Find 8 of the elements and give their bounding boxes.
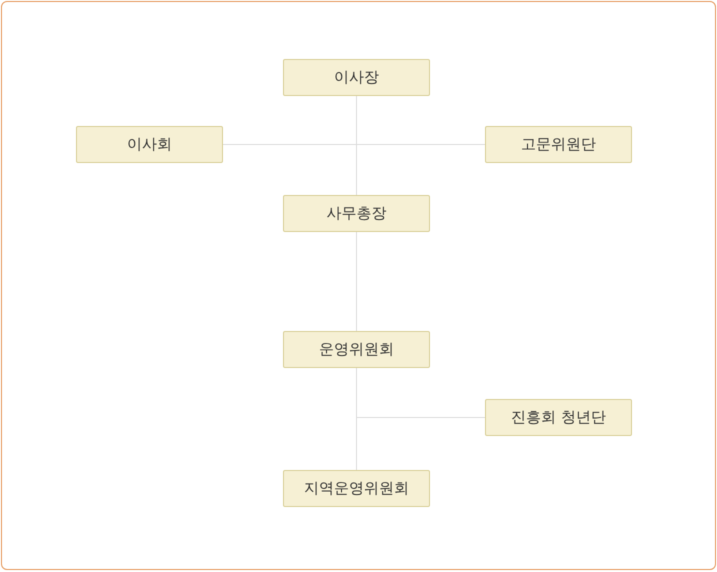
org-box: 이사회 <box>76 126 223 163</box>
org-box: 진흥회 청년단 <box>485 399 632 436</box>
org-box: 사무총장 <box>283 195 430 232</box>
org-box: 고문위원단 <box>485 126 632 163</box>
org-box: 지역운영위원회 <box>283 470 430 507</box>
org-box: 이사장 <box>283 59 430 96</box>
connector-line <box>356 232 357 332</box>
org-box: 운영위원회 <box>283 331 430 368</box>
